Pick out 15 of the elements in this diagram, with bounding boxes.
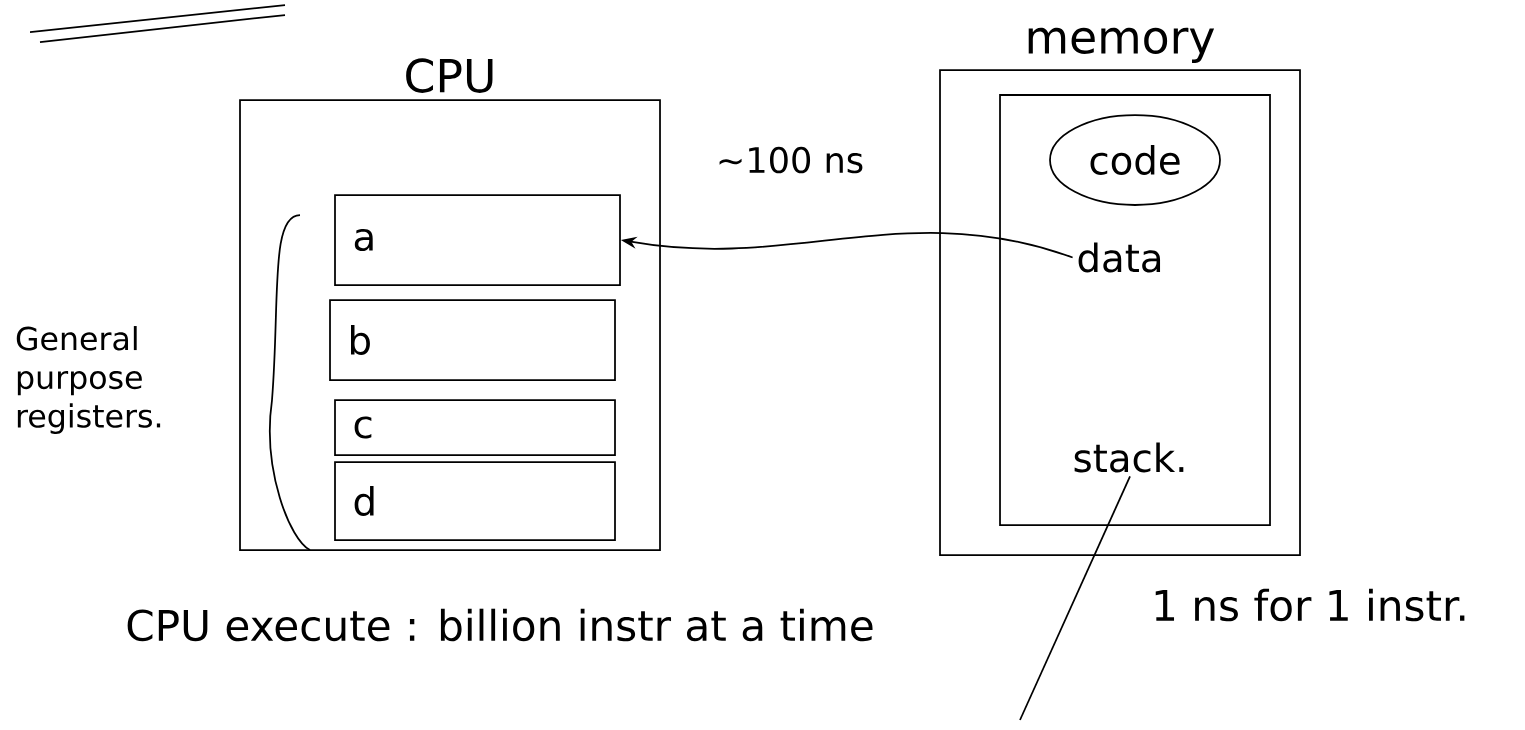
edge-label: ~100 ns (719, 146, 863, 174)
circled-word: code (1049, 114, 1221, 206)
register-box: c (334, 399, 616, 456)
register-box: a (334, 194, 621, 286)
side-note: General purpose registers. (16, 326, 161, 434)
word: data (1078, 242, 1161, 273)
node-label: memory (1028, 27, 1215, 63)
leader-line (1019, 475, 1131, 721)
word: stack. (1074, 442, 1184, 473)
note: CPU execute : billion instr at a time (127, 608, 873, 642)
node-label: CPU (406, 58, 493, 93)
register-box: d (334, 461, 616, 541)
note: 1 ns for 1 instr. (1155, 588, 1465, 622)
register-box: b (329, 299, 616, 381)
box (999, 94, 1271, 526)
